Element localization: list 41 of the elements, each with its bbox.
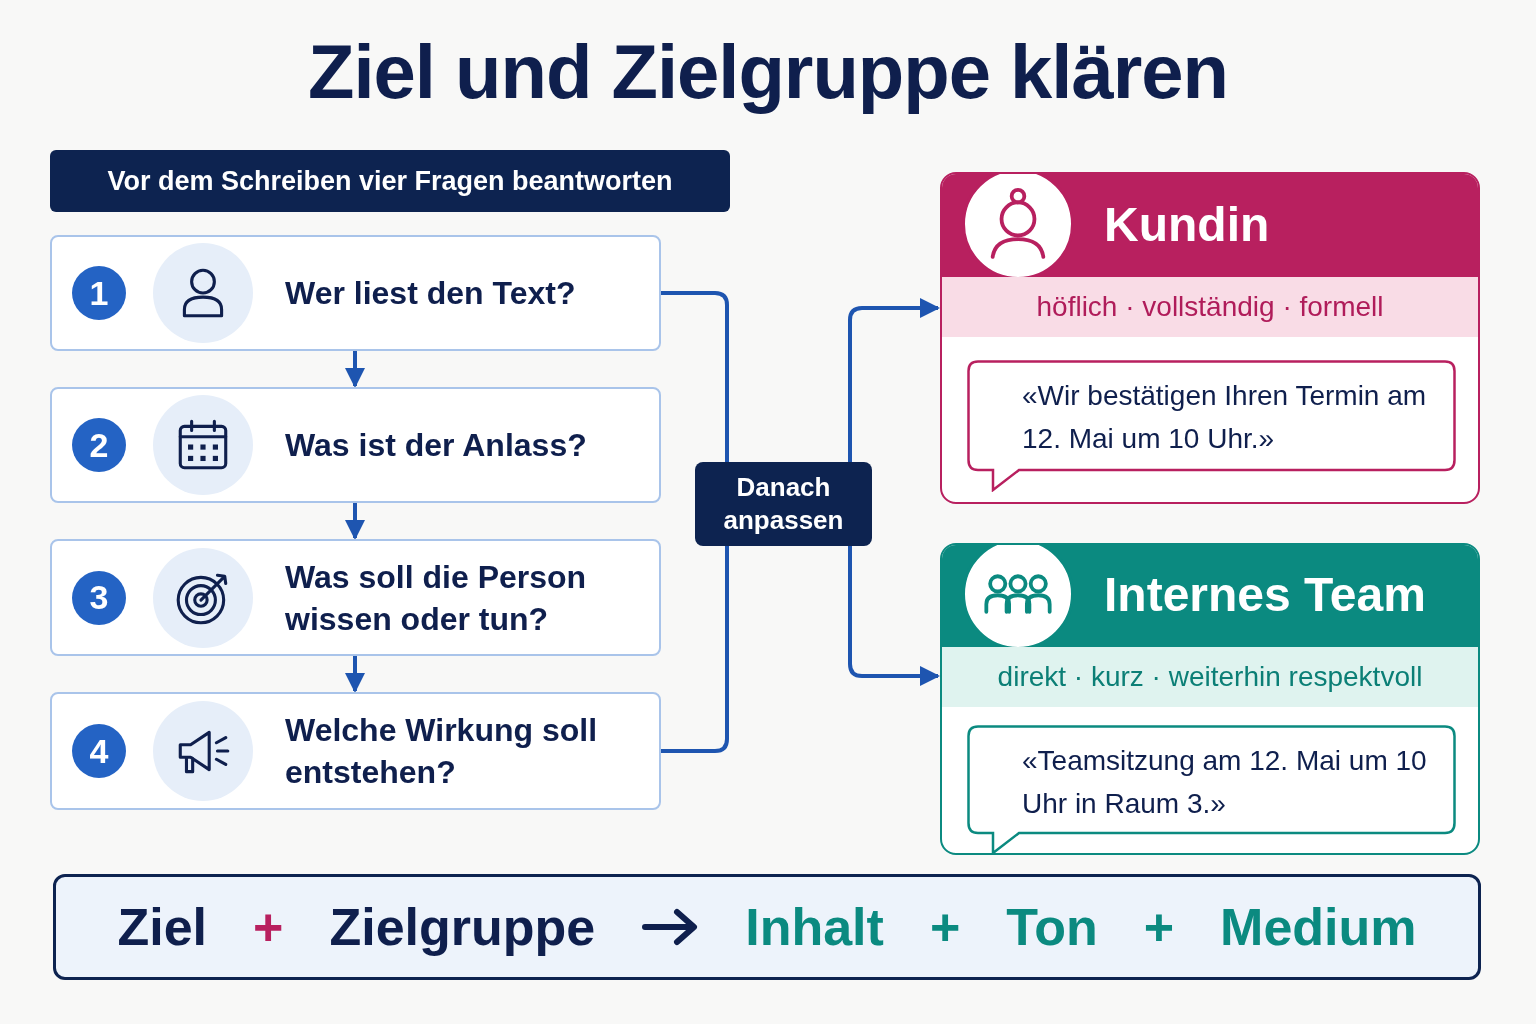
question-card (50, 235, 661, 351)
formula-term: Medium (1220, 897, 1417, 957)
question-card (50, 692, 661, 810)
question-card (50, 387, 661, 503)
step-number: 1 (72, 266, 126, 320)
formula-term: Inhalt (745, 897, 884, 957)
question-card (50, 539, 661, 656)
action-label: Danach anpassen (695, 462, 872, 546)
arrow (848, 298, 940, 462)
step-number: 3 (72, 570, 126, 625)
tone-keywords: höflich · vollständig · formell (942, 277, 1478, 337)
card-title: Kundin (1104, 196, 1270, 252)
quote-text: «Teamsitzung am 12. Mai um 10 Uhr in Raum 3.» (1022, 744, 1428, 821)
connector-line (661, 291, 729, 462)
formula-term: Ton (1006, 897, 1098, 957)
connector-line (661, 546, 729, 753)
audience-card (940, 172, 1480, 504)
formula-term: + (929, 897, 961, 957)
formula-bar (53, 874, 1481, 980)
arrow (345, 351, 365, 388)
quote-text: «Wir bestätigen Ihren Termin am 12. Mai um 10 Uhr.» (1022, 379, 1428, 456)
formula-term: + (253, 897, 284, 957)
card-title: Internes Team (1104, 567, 1426, 622)
title: Ziel und Zielgruppe klären (308, 28, 1228, 115)
arrow (345, 656, 365, 693)
arrow (345, 503, 365, 540)
formula-term: Zielgruppe (329, 897, 596, 957)
formula-term: Ziel (117, 897, 208, 957)
arrow (848, 546, 940, 686)
section-header: Vor dem Schreiben vier Fragen beantworten (50, 150, 730, 212)
step-number: 2 (72, 418, 126, 472)
speech-bubble (967, 725, 1456, 853)
audience-card (940, 543, 1480, 855)
step-number: 4 (72, 724, 126, 778)
question-text: Welche Wirkung soll entstehen? (285, 711, 599, 792)
question-text: Wer liest den Text? (285, 274, 577, 313)
tone-keywords: direkt · kurz · weiterhin respektvoll (942, 647, 1478, 707)
formula-term: + (1143, 897, 1175, 957)
speech-bubble (967, 360, 1456, 492)
question-text: Was soll die Person wissen oder tun? (285, 557, 588, 639)
question-text: Was ist der Anlass? (285, 426, 588, 465)
